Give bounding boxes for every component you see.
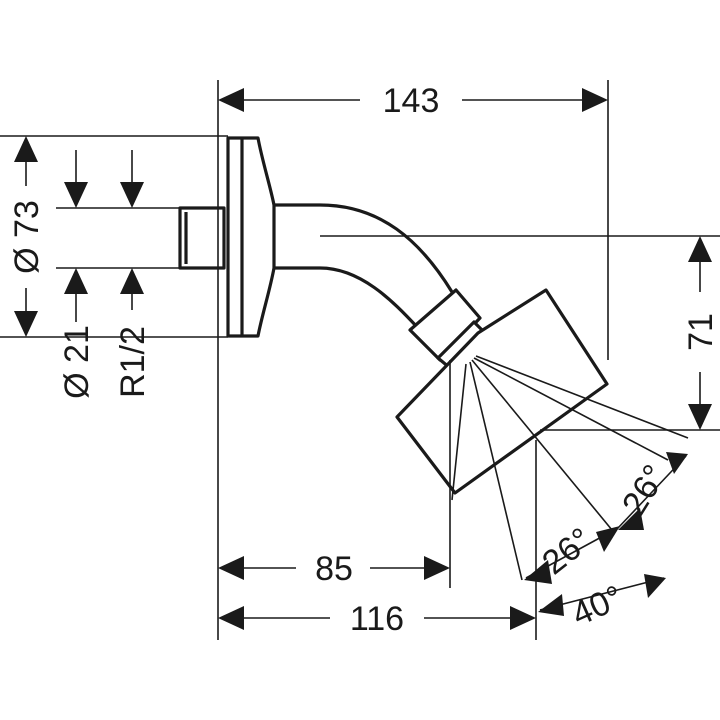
spray-line-1 (469, 361, 523, 581)
spray-line-5 (451, 363, 467, 501)
angle-arrows (524, 452, 688, 616)
shower-arm-lower (274, 266, 420, 330)
dimension-143-label: 143 (383, 82, 440, 120)
angle-26-upper-label: 26° (615, 458, 674, 522)
wall-flange (226, 136, 276, 338)
swivel-nut (408, 288, 482, 362)
extension-lines (0, 80, 720, 640)
dimension-71-label: 71 (682, 313, 720, 351)
flange-diameter-label: Ø 73 (8, 200, 46, 274)
spray-line-3 (473, 357, 669, 461)
angle-40-label: 40° (566, 578, 628, 634)
spray-line-2 (471, 359, 613, 531)
dimension-143: 143 (218, 82, 608, 120)
shower-arm-assembly (178, 136, 609, 495)
pipe-diameter-label: Ø 21 (58, 325, 96, 399)
dimension-116-label: 116 (350, 600, 404, 638)
dimension-85-label: 85 (315, 550, 353, 588)
dimension-thread: R1/2 (114, 150, 152, 398)
spray-line-4 (475, 355, 689, 439)
dimension-pipe-diameter: Ø 21 (58, 150, 96, 399)
dimension-85: 85 (218, 550, 450, 588)
shower-arm-upper (274, 203, 454, 293)
dimension-flange-diameter: Ø 73 (8, 136, 46, 337)
dimension-71: 71 (682, 236, 720, 430)
thread-label: R1/2 (114, 326, 152, 398)
dimension-116: 116 (218, 600, 536, 638)
